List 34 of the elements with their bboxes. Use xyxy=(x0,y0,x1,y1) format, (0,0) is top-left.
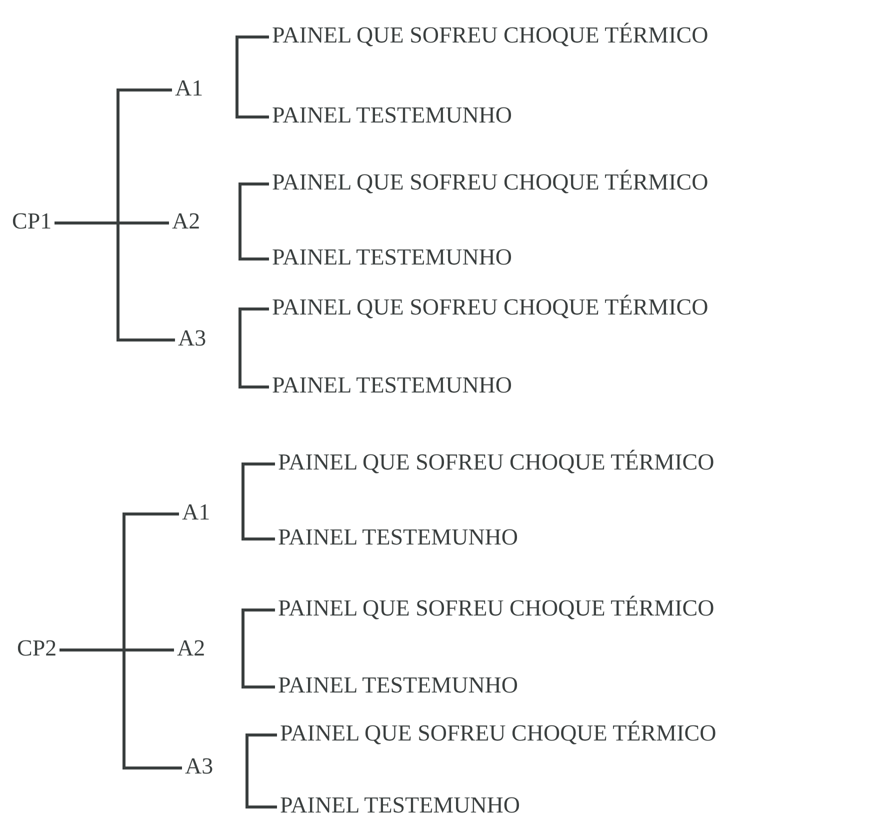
tree-label: PAINEL QUE SOFREU CHOQUE TÉRMICO xyxy=(280,720,716,746)
tree-connector xyxy=(238,340,269,388)
tree-connector xyxy=(236,90,269,118)
tree-label: PAINEL QUE SOFREU CHOQUE TÉRMICO xyxy=(272,294,708,320)
tree-connector xyxy=(60,648,182,770)
tree-label: PAINEL QUE SOFREU CHOQUE TÉRMICO xyxy=(272,169,708,195)
tree-label: CP2 xyxy=(17,635,57,661)
tree-connector xyxy=(238,223,269,260)
tree-label: PAINEL TESTEMUNHO xyxy=(278,524,518,550)
tree-label: PAINEL QUE SOFREU CHOQUE TÉRMICO xyxy=(278,595,714,621)
tree-label: CP1 xyxy=(12,208,52,234)
tree-label: PAINEL TESTEMUNHO xyxy=(272,102,512,128)
tree-connector xyxy=(242,608,275,650)
tree-connector xyxy=(242,514,275,540)
tree-label: A2 xyxy=(172,208,200,234)
tree-label: A2 xyxy=(177,635,206,661)
tree-connector xyxy=(54,222,175,342)
tree-connector xyxy=(238,308,269,340)
tree-label: PAINEL TESTEMUNHO xyxy=(272,372,512,398)
tree-connector xyxy=(238,182,269,223)
tree-label: PAINEL QUE SOFREU CHOQUE TÉRMICO xyxy=(272,22,708,48)
tree-label: A3 xyxy=(185,753,214,779)
tree-connector xyxy=(242,462,275,514)
tree-label: PAINEL TESTEMUNHO xyxy=(272,244,512,270)
tree-connector xyxy=(236,36,269,90)
tree-label: A1 xyxy=(182,499,210,525)
tree-label: PAINEL QUE SOFREU CHOQUE TÉRMICO xyxy=(278,449,714,475)
tree-label: PAINEL TESTEMUNHO xyxy=(278,672,518,698)
tree-connector xyxy=(246,734,277,768)
tree-label: A3 xyxy=(178,325,206,351)
tree-connector xyxy=(246,768,277,808)
tree-label: A1 xyxy=(175,75,204,101)
tree-label: PAINEL TESTEMUNHO xyxy=(280,792,520,818)
tree-connector xyxy=(242,650,275,688)
